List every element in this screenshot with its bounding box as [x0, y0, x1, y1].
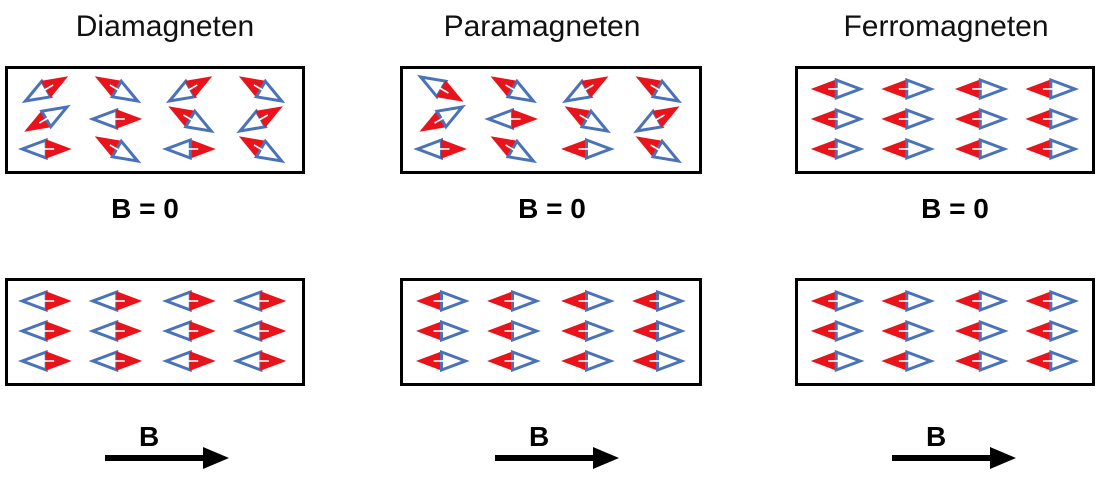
- compass-needle-icon: [812, 80, 860, 98]
- field-arrow-ferromagneten: B: [890, 415, 1020, 475]
- compass-needle-icon: [956, 80, 1004, 98]
- compass-needle-icon: [561, 69, 612, 109]
- compass-needle-icon: [93, 110, 141, 128]
- compass-needle-icon: [22, 352, 70, 370]
- compass-needle-icon: [956, 140, 1004, 158]
- compass-needle-icon: [563, 322, 611, 340]
- compass-needle-icon: [236, 99, 287, 139]
- compass-needle-icon: [489, 352, 537, 370]
- title-diamagneten: Diamagneten: [15, 10, 315, 44]
- right-arrow-icon: [890, 443, 1020, 473]
- compass-needle-icon: [21, 69, 72, 109]
- compass-needle-icon: [93, 322, 141, 340]
- compass-needle-icon: [166, 292, 214, 310]
- compass-needle-icon: [812, 140, 860, 158]
- compass-needle-icon: [417, 292, 465, 310]
- compass-needle-icon: [883, 110, 931, 128]
- compass-needle-icon: [956, 322, 1004, 340]
- compass-needle-icon: [22, 140, 70, 158]
- compass-needle-icon: [956, 352, 1004, 370]
- compass-needle-icon: [236, 69, 287, 109]
- compass-needle-icon: [21, 99, 72, 139]
- compass-needle-icon: [166, 352, 214, 370]
- panel-diamagneten-no-field: [5, 66, 305, 174]
- compass-needle-icon: [1027, 110, 1075, 128]
- compass-needle-icon: [1027, 292, 1075, 310]
- compass-needle-icon: [91, 129, 142, 169]
- compass-needle-icon: [956, 292, 1004, 310]
- compass-needle-icon: [632, 69, 683, 109]
- compass-needle-icon: [237, 352, 285, 370]
- compass-needle-icon: [237, 322, 285, 340]
- compass-needle-icon: [165, 69, 216, 109]
- compass-needle-icon: [812, 292, 860, 310]
- compass-needle-icon: [883, 322, 931, 340]
- compass-needle-icon: [1027, 352, 1075, 370]
- compass-needle-icon: [561, 99, 612, 139]
- panel-paramagneten-with-field: [400, 278, 702, 386]
- compass-needle-icon: [489, 322, 537, 340]
- compass-needle-icon: [489, 110, 537, 128]
- panel-ferromagneten-no-field: [795, 66, 1095, 174]
- compass-needle-icon: [487, 69, 538, 109]
- compass-needle-icon: [883, 352, 931, 370]
- compass-needle-icon: [812, 322, 860, 340]
- compass-needle-icon: [236, 129, 287, 169]
- compass-needle-icon: [563, 140, 611, 158]
- compass-needle-icon: [634, 292, 682, 310]
- compass-needle-icon: [812, 352, 860, 370]
- compass-needle-icon: [1027, 322, 1075, 340]
- compass-needle-icon: [632, 129, 683, 169]
- compass-needle-icon: [1027, 140, 1075, 158]
- compass-needle-icon: [417, 322, 465, 340]
- field-arrow-paramagneten: B: [493, 415, 623, 475]
- compass-needle-icon: [166, 140, 214, 158]
- title-paramagneten: Paramagneten: [392, 10, 692, 44]
- compass-needle-icon: [166, 322, 214, 340]
- compass-needle-icon: [487, 129, 538, 169]
- compass-needle-icon: [563, 352, 611, 370]
- compass-needle-icon: [417, 352, 465, 370]
- right-arrow-icon: [103, 443, 233, 473]
- panel-ferromagneten-with-field: [795, 278, 1095, 386]
- compass-needle-icon: [812, 110, 860, 128]
- compass-needle-icon: [93, 352, 141, 370]
- compass-needle-icon: [91, 69, 142, 109]
- compass-needle-icon: [956, 110, 1004, 128]
- compass-needle-icon: [1027, 80, 1075, 98]
- compass-needle-icon: [634, 322, 682, 340]
- compass-needle-icon: [93, 292, 141, 310]
- compass-needle-icon: [22, 292, 70, 310]
- field-arrow-diamagneten: B: [103, 415, 233, 475]
- zero-field-label-paramagneten: B = 0: [452, 193, 652, 225]
- compass-needle-icon: [22, 322, 70, 340]
- compass-needle-icon: [563, 292, 611, 310]
- zero-field-label-diamagneten: B = 0: [45, 193, 245, 225]
- compass-needle-icon: [237, 292, 285, 310]
- compass-needle-icon: [165, 99, 216, 139]
- right-arrow-icon: [493, 443, 623, 473]
- compass-needle-icon: [883, 140, 931, 158]
- compass-needle-icon: [416, 99, 467, 139]
- compass-needle-icon: [634, 352, 682, 370]
- panel-diamagneten-with-field: [5, 278, 305, 386]
- compass-needle-icon: [883, 80, 931, 98]
- title-ferromagneten: Ferromagneten: [796, 10, 1096, 44]
- compass-needle-icon: [632, 99, 683, 139]
- compass-needle-icon: [489, 292, 537, 310]
- zero-field-label-ferromagneten: B = 0: [855, 193, 1055, 225]
- compass-needle-icon: [417, 140, 465, 158]
- compass-needle-icon: [883, 292, 931, 310]
- compass-needle-icon: [416, 69, 467, 109]
- panel-paramagneten-no-field: [400, 66, 702, 174]
